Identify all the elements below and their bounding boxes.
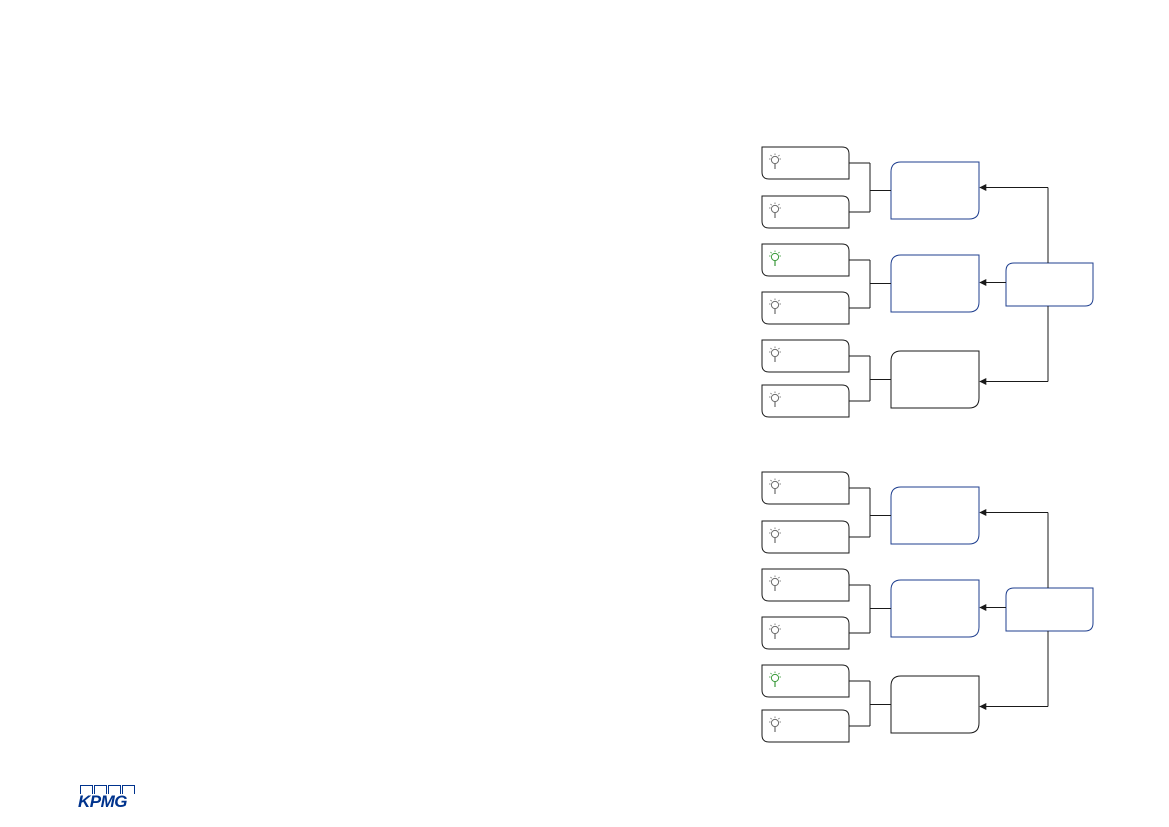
logo-boxes xyxy=(80,785,135,794)
connector-bracket xyxy=(849,680,891,727)
middle-box xyxy=(890,161,980,220)
lightbulb-icon xyxy=(769,623,781,639)
input-box-frame xyxy=(761,616,850,650)
input-box xyxy=(761,384,850,418)
input-box-frame xyxy=(761,291,850,325)
lightbulb-icon xyxy=(769,298,781,314)
source-arrows xyxy=(979,184,1049,385)
input-box xyxy=(761,709,850,743)
middle-box xyxy=(890,579,980,638)
lightbulb-icon xyxy=(769,346,781,362)
input-box xyxy=(761,195,850,229)
input-box-frame xyxy=(761,384,850,418)
input-box xyxy=(761,520,850,554)
input-box xyxy=(761,291,850,325)
input-box xyxy=(761,664,850,698)
lightbulb-icon xyxy=(769,153,781,169)
lightbulb-icon xyxy=(769,250,781,266)
input-box-frame xyxy=(761,471,850,505)
input-box-frame xyxy=(761,339,850,373)
input-box-frame xyxy=(761,709,850,743)
input-box xyxy=(761,243,850,277)
source-box xyxy=(1005,587,1094,632)
lightbulb-icon xyxy=(769,716,781,732)
middle-box xyxy=(890,254,980,313)
middle-box xyxy=(890,675,980,734)
connector-bracket xyxy=(849,162,891,213)
input-box-frame xyxy=(761,243,850,277)
input-box xyxy=(761,471,850,505)
connector-bracket xyxy=(849,355,891,402)
diagrams-layer xyxy=(761,146,1094,743)
source-arrows xyxy=(979,509,1049,710)
input-box-frame xyxy=(761,195,850,229)
diagram-1 xyxy=(761,146,1094,418)
connector-bracket xyxy=(849,487,891,538)
lightbulb-icon xyxy=(769,391,781,407)
diagram-2 xyxy=(761,471,1094,743)
lightbulb-icon xyxy=(769,478,781,494)
source-box xyxy=(1005,262,1094,307)
input-box xyxy=(761,146,850,180)
middle-box xyxy=(890,486,980,545)
lightbulb-icon xyxy=(769,671,781,687)
lightbulb-icon xyxy=(769,527,781,543)
logo-text: KPMG xyxy=(78,792,128,811)
input-box-frame xyxy=(761,664,850,698)
input-box-frame xyxy=(761,146,850,180)
input-box xyxy=(761,616,850,650)
input-box-frame xyxy=(761,568,850,602)
input-box-frame xyxy=(761,520,850,554)
lightbulb-icon xyxy=(769,202,781,218)
connector-bracket xyxy=(849,584,891,634)
kpmg-logo: KPMG xyxy=(78,785,138,815)
input-box xyxy=(761,339,850,373)
lightbulb-icon xyxy=(769,575,781,591)
input-box xyxy=(761,568,850,602)
middle-box xyxy=(890,350,980,409)
connector-bracket xyxy=(849,259,891,309)
